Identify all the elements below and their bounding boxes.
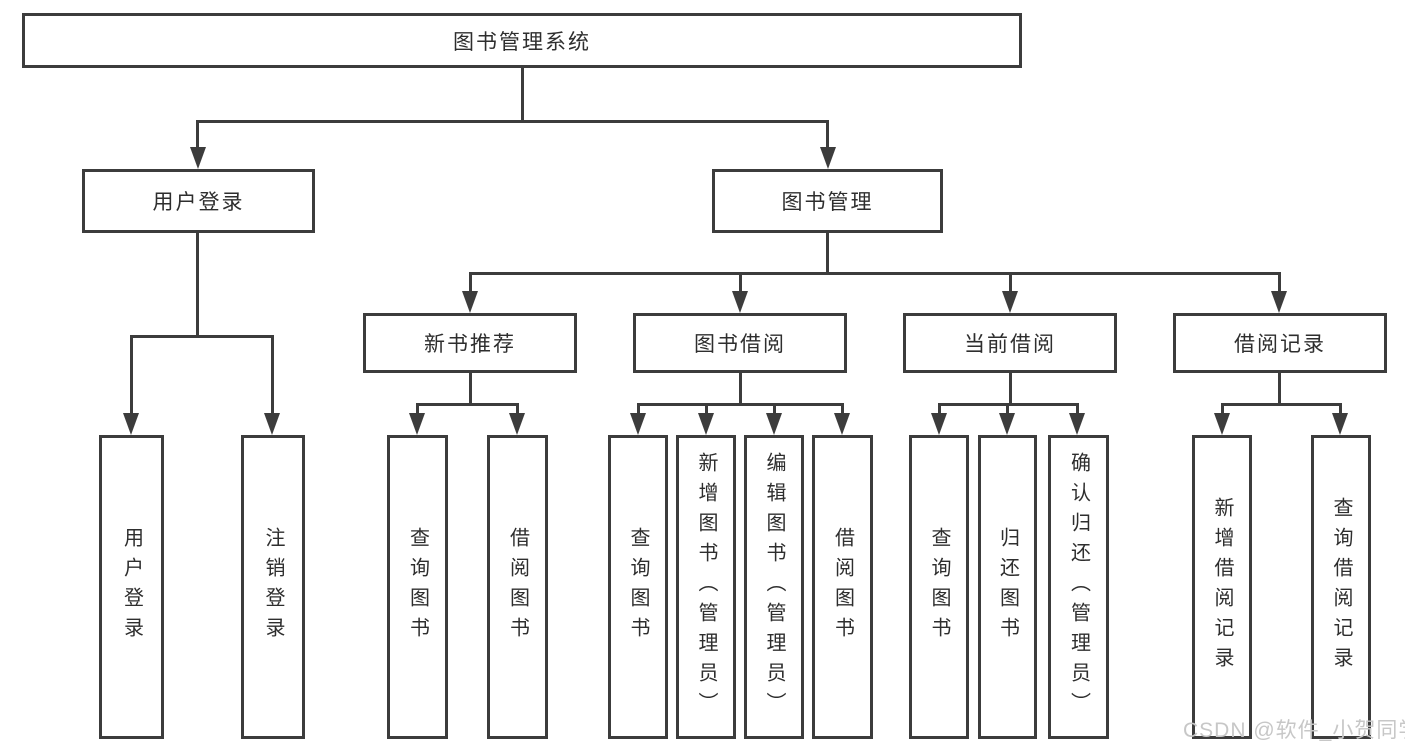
connector-drop-leaf-login [130,335,133,413]
node-root-label: 图书管理系统 [453,30,591,54]
connector-drop-current-borrow [1009,272,1012,291]
connector-drop-new-book [469,272,472,291]
connector-drop-borrow-record [1278,272,1281,291]
connector-drop-bb-query [637,403,640,413]
connector-current-borrow-stem [1009,373,1012,403]
leaf-cb-return-books-label: 归还图书 [996,527,1019,647]
arrowhead-leaf-login [123,413,139,435]
connector-book-mgmt-bus [469,272,1281,275]
arrowhead-borrow-record [1271,291,1287,313]
connector-user-login-bus [130,335,274,338]
connector-borrow-record-stem [1278,373,1281,403]
connector-user-login-stem [196,233,199,335]
connector-drop-bb-add [705,403,708,413]
connector-new-book-bus [416,403,519,406]
node-current-borrow-label: 当前借阅 [964,333,1056,356]
connector-book-borrow-bus [637,403,844,406]
node-borrow-record: 借阅记录 [1173,313,1387,373]
leaf-bb-edit-books-admin: 编辑图书（管理员） [744,435,804,739]
leaf-br-query-record-label: 查询借阅记录 [1330,497,1352,677]
leaf-br-add-record-label: 新增借阅记录 [1211,497,1233,677]
node-user-login: 用户登录 [82,169,315,233]
leaf-cb-query-books: 查询图书 [909,435,969,739]
leaf-logout: 注销登录 [241,435,305,739]
node-book-borrow-label: 图书借阅 [694,333,786,356]
connector-drop-br-add [1221,403,1224,413]
arrowhead-bb-edit [766,413,782,435]
node-current-borrow: 当前借阅 [903,313,1117,373]
connector-book-mgmt-stem [826,233,829,272]
leaf-nb-query-books-label: 查询图书 [406,527,429,647]
leaf-bb-edit-books-admin-label: 编辑图书（管理员） [763,452,785,722]
arrowhead-br-add [1214,413,1230,435]
arrowhead-nb-query [409,413,425,435]
connector-new-book-stem [469,373,472,403]
connector-drop-bb-borrow [841,403,844,413]
connector-drop-cb-confirm [1076,403,1079,413]
node-user-login-label: 用户登录 [152,191,245,214]
node-root-library-system: 图书管理系统 [22,13,1022,68]
leaf-cb-return-books: 归还图书 [978,435,1037,739]
node-book-management: 图书管理 [712,169,943,233]
connector-book-borrow-stem [739,373,742,403]
connector-drop-book-borrow [739,272,742,291]
leaf-nb-borrow-books: 借阅图书 [487,435,548,739]
arrowhead-new-book [462,291,478,313]
leaf-bb-query-books: 查询图书 [608,435,668,739]
connector-drop-cb-return [1006,403,1009,413]
connector-drop-cb-query [938,403,941,413]
arrowhead-cb-confirm [1069,413,1085,435]
node-book-borrow: 图书借阅 [633,313,847,373]
connector-root-stem [521,68,524,120]
leaf-bb-add-books-admin: 新增图书（管理员） [676,435,736,739]
leaf-bb-borrow-books: 借阅图书 [812,435,873,739]
node-book-management-label: 图书管理 [781,191,874,214]
leaf-user-login-label: 用户登录 [120,527,143,647]
leaf-br-query-record: 查询借阅记录 [1311,435,1371,739]
connector-drop-nb-borrow [516,403,519,413]
leaf-nb-borrow-books-label: 借阅图书 [506,527,529,647]
node-new-book-recommend: 新书推荐 [363,313,577,373]
arrowhead-bb-add [698,413,714,435]
arrowhead-bb-query [630,413,646,435]
arrowhead-leaf-logout [264,413,280,435]
leaf-user-login: 用户登录 [99,435,164,739]
leaf-bb-query-books-label: 查询图书 [627,527,649,647]
leaf-bb-add-books-admin-label: 新增图书（管理员） [695,452,717,722]
leaf-nb-query-books: 查询图书 [387,435,448,739]
connector-drop-br-query [1339,403,1342,413]
leaf-cb-query-books-label: 查询图书 [928,527,950,647]
connector-drop-leaf-logout [271,335,274,413]
arrowhead-user-login [190,147,206,169]
arrowhead-bb-borrow [834,413,850,435]
arrowhead-book-borrow [732,291,748,313]
connector-drop-book-mgmt [826,120,829,148]
csdn-watermark: CSDN @软件_小贺同学 [1183,719,1405,742]
arrowhead-nb-borrow [509,413,525,435]
leaf-cb-confirm-return-admin-label: 确认归还（管理员） [1067,452,1090,722]
arrowhead-current-borrow [1002,291,1018,313]
connector-drop-bb-edit [773,403,776,413]
leaf-cb-confirm-return-admin: 确认归还（管理员） [1048,435,1109,739]
connector-drop-nb-query [416,403,419,413]
arrowhead-cb-query [931,413,947,435]
arrowhead-br-query [1332,413,1348,435]
node-new-book-recommend-label: 新书推荐 [424,333,516,356]
connector-root-bus [196,120,829,123]
connector-borrow-record-bus [1221,403,1342,406]
connector-drop-user-login [196,120,199,148]
arrowhead-cb-return [999,413,1015,435]
node-borrow-record-label: 借阅记录 [1234,333,1326,356]
arrowhead-book-mgmt [820,147,836,169]
leaf-bb-borrow-books-label: 借阅图书 [831,527,854,647]
leaf-br-add-record: 新增借阅记录 [1192,435,1252,739]
leaf-logout-label: 注销登录 [262,527,284,647]
